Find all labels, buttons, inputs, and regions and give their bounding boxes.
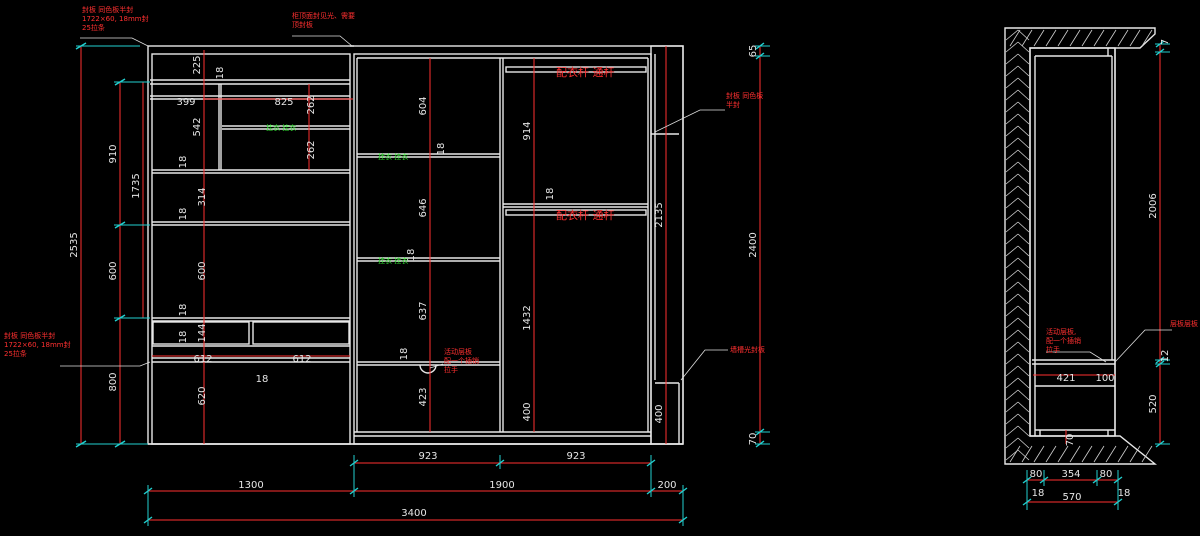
dim-s3: 18: [178, 208, 189, 221]
side-e: 570: [1062, 492, 1081, 503]
dim-s2: 314: [197, 187, 208, 206]
dim-mid: 1735: [131, 173, 142, 198]
green-note-1: 挂衣 挂衣: [266, 123, 296, 132]
dim-mid-thk3: 18: [399, 348, 410, 361]
dim-total-left: 2535: [69, 232, 80, 257]
dim-s6b: 18: [178, 331, 189, 344]
green-note-2: 挂衣 挂衣: [378, 152, 408, 161]
dim-mid-bottom-right: 400: [522, 402, 533, 421]
note-drawer: 活动层板配一个插销拉手: [444, 347, 479, 374]
green-note-3: 挂衣 挂衣: [378, 256, 408, 265]
dim-right-bay: 200: [657, 480, 676, 491]
dim-w-inner-b: 262: [306, 140, 317, 159]
dim-s6: 144: [197, 323, 208, 342]
dim-mid-a: 646: [418, 198, 429, 217]
side-section: [1004, 27, 1157, 465]
dim-drawer-left: 612: [193, 354, 212, 365]
side-base: 70: [1065, 434, 1076, 447]
wall-hatching: [1005, 29, 1153, 463]
dim-drawer-right: 612: [292, 354, 311, 365]
side-note-right: 层板层板: [1170, 319, 1198, 328]
dim-mid-thk2: 18: [406, 249, 417, 262]
note-top-mid: 柜顶面封见光、需要顶封板: [292, 11, 355, 29]
side-bottom: 520: [1148, 394, 1159, 413]
side-dimensions: [1022, 40, 1172, 510]
side-height-total: 2006: [1148, 193, 1159, 218]
front-elevation: [147, 45, 684, 445]
hanger-label-top: 配衣杆 通杆: [556, 65, 615, 79]
dim-base: 70: [748, 433, 759, 446]
note-right-low: 墙槽光封板: [730, 345, 765, 354]
dim-right-total: 2135: [654, 202, 665, 227]
note-right-top: 封板 同色板半封: [726, 91, 763, 109]
dim-s1: 18: [178, 156, 189, 169]
side-f: 18: [1118, 488, 1131, 499]
dim-top-shelf-thk: 18: [215, 67, 226, 80]
side-d: 18: [1032, 488, 1045, 499]
dim-hang-long: 1432: [522, 305, 533, 330]
side-note-left: 活动层板,配一个插销拉手: [1046, 327, 1081, 354]
side-b: 354: [1061, 469, 1080, 480]
dim-s4: 600: [197, 261, 208, 280]
dim-w-left: 399: [176, 97, 195, 108]
side-w421: 421: [1056, 373, 1075, 384]
dim-mid-upper: 604: [418, 96, 429, 115]
dim-mid-b: 637: [418, 301, 429, 320]
dim-right-panel: 2400: [748, 232, 759, 257]
side-dimension-texts: 2006 7 12 520 70 421 100 80 354 80 18 57…: [1030, 39, 1198, 503]
dim-mid-bottom-left: 423: [418, 387, 429, 406]
side-c: 80: [1100, 469, 1113, 480]
side-mid-gap: 12: [1160, 350, 1171, 363]
side-w100: 100: [1095, 373, 1114, 384]
front-extension-ticks: [75, 42, 770, 526]
front-leaders: [60, 35, 728, 381]
dim-total: 3400: [401, 508, 426, 519]
dim-top-shelf: 225: [192, 55, 203, 74]
dim-hang-top: 914: [522, 121, 533, 140]
dim-lower-upper: 600: [108, 261, 119, 280]
dim-mid-thk1: 18: [436, 143, 447, 156]
dim-drawer-thk: 18: [256, 374, 269, 385]
dim-hang-gap: 18: [545, 188, 556, 201]
front-dimension-texts: 3400 1300 1900 200 923 923 2535 910 600 …: [69, 45, 759, 519]
dim-s5: 18: [178, 304, 189, 317]
dim-left-bay: 1300: [238, 480, 263, 491]
dim-top-cap: 65: [748, 45, 759, 58]
dim-middle-bay: 1900: [489, 480, 514, 491]
hanger-label-bottom: 配衣杆 通杆: [556, 208, 615, 222]
dim-w-inner: 542: [192, 117, 203, 136]
dim-w-right-b: 262: [306, 95, 317, 114]
dim-upper: 910: [108, 144, 119, 163]
side-top: 7: [1160, 39, 1171, 45]
dim-door-left: 923: [418, 451, 437, 462]
front-dimension-lines: [80, 46, 761, 521]
dim-right-low: 400: [654, 404, 665, 423]
dim-lower: 800: [108, 372, 119, 391]
dim-w-right: 825: [274, 97, 293, 108]
side-a: 80: [1030, 469, 1043, 480]
dim-bottom: 620: [197, 386, 208, 405]
dim-door-right: 923: [566, 451, 585, 462]
